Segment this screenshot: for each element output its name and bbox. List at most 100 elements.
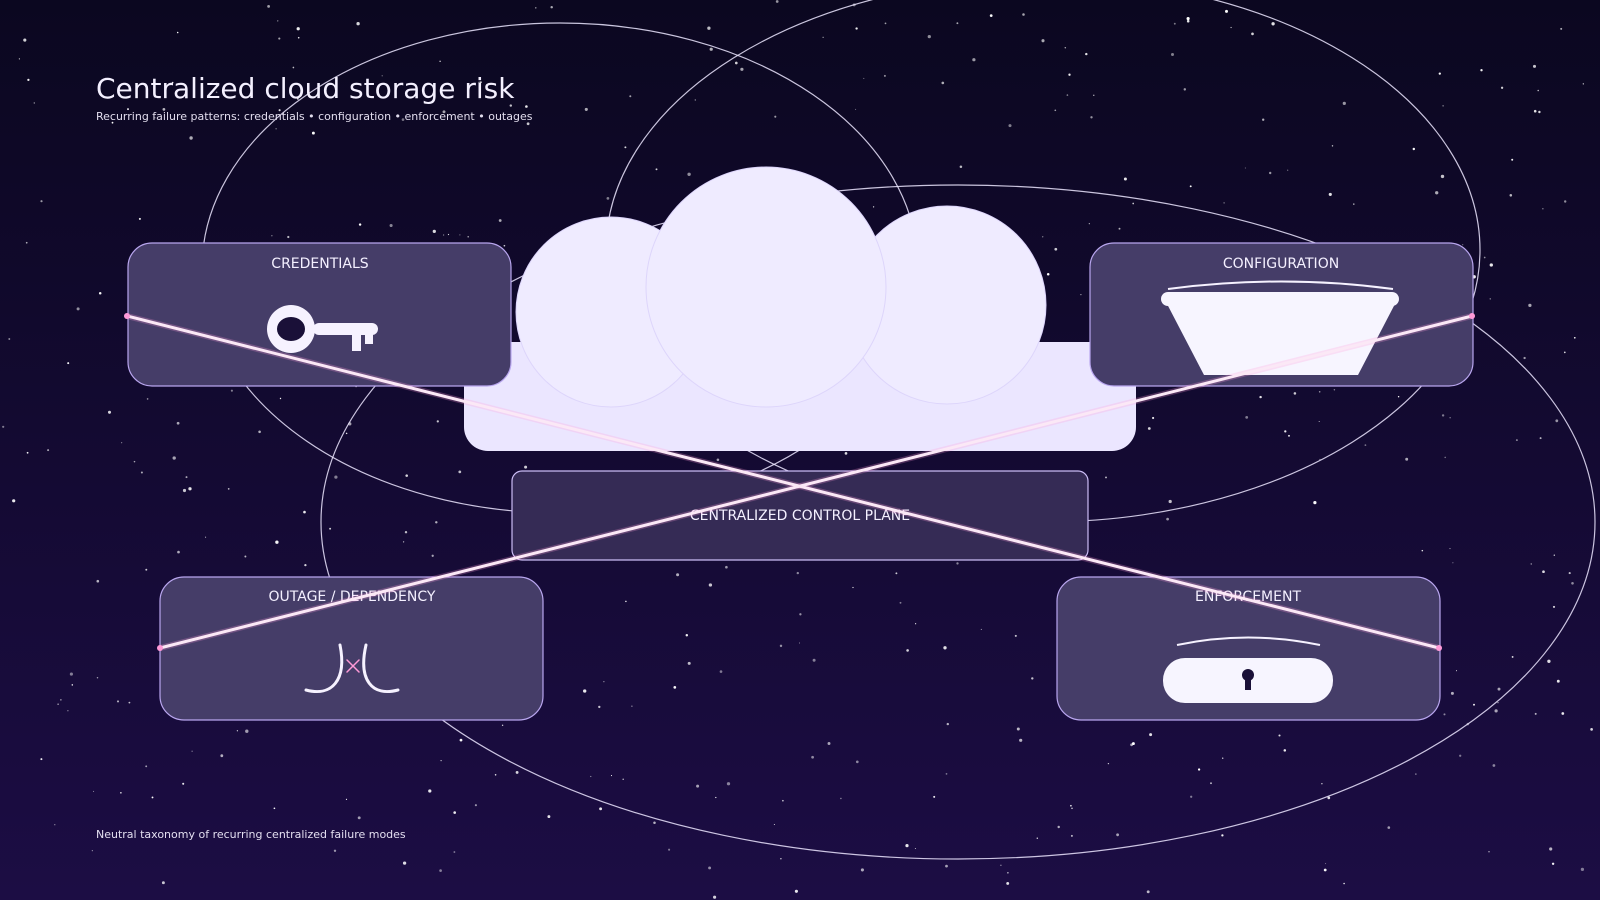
star bbox=[1459, 754, 1462, 757]
star bbox=[1019, 738, 1023, 742]
star bbox=[1105, 476, 1107, 479]
star bbox=[404, 530, 408, 534]
star bbox=[1449, 548, 1451, 550]
star bbox=[191, 750, 193, 752]
star bbox=[12, 499, 16, 503]
broken-link-icon bbox=[304, 643, 400, 693]
star bbox=[525, 105, 528, 108]
star bbox=[1168, 499, 1172, 504]
star bbox=[1008, 124, 1012, 128]
configuration-card[interactable]: CONFIGURATION bbox=[1089, 242, 1474, 387]
star bbox=[1186, 17, 1190, 21]
star bbox=[1511, 158, 1514, 161]
star bbox=[1509, 194, 1513, 197]
star bbox=[1046, 273, 1050, 276]
star bbox=[67, 362, 70, 365]
star bbox=[1568, 572, 1571, 575]
key-icon bbox=[267, 305, 378, 353]
star bbox=[1054, 109, 1057, 112]
hub-label: CENTRALIZED CONTROL PLANE bbox=[690, 508, 910, 524]
star bbox=[1321, 782, 1323, 785]
cloud-icon bbox=[464, 166, 1136, 451]
star bbox=[1494, 709, 1498, 713]
star bbox=[980, 628, 982, 630]
star bbox=[23, 38, 27, 42]
star bbox=[945, 864, 948, 868]
star bbox=[138, 217, 141, 220]
star bbox=[526, 122, 530, 126]
star bbox=[547, 815, 551, 819]
control-plane-hub[interactable]: CENTRALIZED CONTROL PLANE bbox=[511, 470, 1089, 561]
star bbox=[1542, 208, 1544, 210]
star bbox=[69, 672, 73, 676]
star bbox=[1449, 417, 1451, 419]
star bbox=[1221, 834, 1224, 837]
star bbox=[1580, 867, 1585, 872]
star bbox=[71, 684, 74, 686]
configuration-label: CONFIGURATION bbox=[1223, 256, 1339, 272]
star bbox=[1041, 39, 1045, 43]
star bbox=[1552, 605, 1556, 608]
star bbox=[440, 759, 442, 762]
outage-dependency-card[interactable]: OUTAGE / DEPENDENCY bbox=[159, 576, 544, 721]
star bbox=[915, 623, 917, 625]
star bbox=[1318, 420, 1320, 423]
star bbox=[734, 61, 738, 65]
star bbox=[358, 223, 362, 226]
star bbox=[1412, 147, 1416, 151]
star bbox=[631, 705, 633, 707]
star bbox=[1455, 670, 1458, 672]
star bbox=[33, 102, 36, 104]
star bbox=[116, 700, 120, 703]
link-configuration-outage bbox=[158, 314, 1474, 650]
star bbox=[54, 824, 56, 826]
star bbox=[401, 118, 405, 121]
star bbox=[1553, 554, 1555, 556]
star bbox=[933, 795, 936, 798]
star bbox=[432, 229, 436, 234]
star bbox=[1534, 712, 1537, 715]
star bbox=[467, 236, 469, 238]
star bbox=[583, 689, 587, 693]
star bbox=[1283, 749, 1287, 752]
star bbox=[275, 128, 277, 130]
star bbox=[740, 67, 744, 71]
star bbox=[1325, 863, 1327, 865]
star bbox=[1397, 396, 1400, 398]
star bbox=[389, 223, 393, 228]
star bbox=[1523, 356, 1526, 360]
star bbox=[1070, 834, 1073, 837]
star bbox=[1440, 174, 1445, 179]
keyhole-lock-icon bbox=[1163, 636, 1333, 703]
star bbox=[91, 850, 93, 852]
star bbox=[1132, 202, 1135, 205]
star bbox=[780, 858, 782, 860]
enforcement-card[interactable]: ENFORCEMENT bbox=[1056, 576, 1441, 721]
star bbox=[863, 77, 865, 79]
star bbox=[852, 586, 854, 589]
star bbox=[972, 58, 976, 62]
open-bucket-icon bbox=[1161, 280, 1399, 375]
star bbox=[1590, 728, 1593, 731]
star bbox=[128, 701, 131, 704]
star bbox=[333, 849, 337, 852]
star bbox=[1537, 89, 1539, 92]
star bbox=[297, 36, 300, 39]
star bbox=[1560, 27, 1563, 30]
star bbox=[146, 398, 149, 400]
star bbox=[956, 562, 959, 565]
credentials-card[interactable]: CREDENTIALS bbox=[127, 242, 512, 387]
star bbox=[1387, 826, 1391, 829]
star bbox=[189, 136, 193, 140]
star bbox=[855, 108, 857, 110]
star bbox=[176, 421, 180, 425]
star bbox=[442, 234, 445, 236]
star bbox=[1093, 94, 1095, 96]
star bbox=[943, 646, 947, 650]
star bbox=[1497, 702, 1499, 704]
star bbox=[453, 811, 457, 814]
star bbox=[1036, 837, 1039, 839]
star bbox=[459, 234, 461, 236]
star bbox=[1171, 53, 1174, 56]
